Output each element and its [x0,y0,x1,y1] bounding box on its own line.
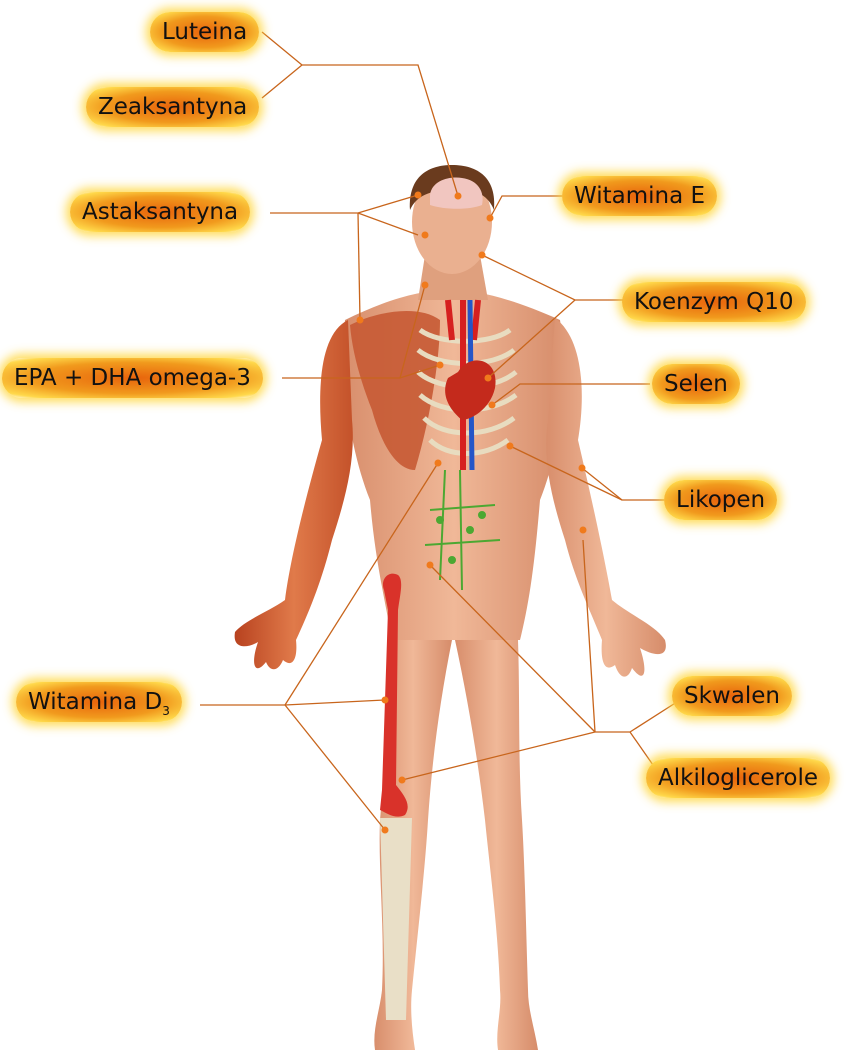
right-leg [455,640,538,1050]
label-astaksantyna: Astaksantyna [70,192,250,232]
body-silhouette [235,165,666,1050]
label-witamina-e: Witamina E [562,176,717,216]
label-likopen: Likopen [664,480,777,520]
label-luteina: Luteina [150,12,259,52]
label-witamina-d-subscript: 3 [162,704,170,718]
label-witamina-d-text: Witamina D [28,689,162,715]
right-arm [546,318,666,677]
label-selen: Selen [652,364,740,404]
label-witamina-d3: Witamina D3 [16,682,182,722]
label-epa-dha-omega3: EPA + DHA omega-3 [2,358,263,398]
label-zeaksantyna: Zeaksantyna [86,87,259,127]
label-koenzym-q10: Koenzym Q10 [622,282,806,322]
label-alkiloglicerole: Alkiloglicerole [646,758,830,798]
label-skwalen: Skwalen [672,676,792,716]
